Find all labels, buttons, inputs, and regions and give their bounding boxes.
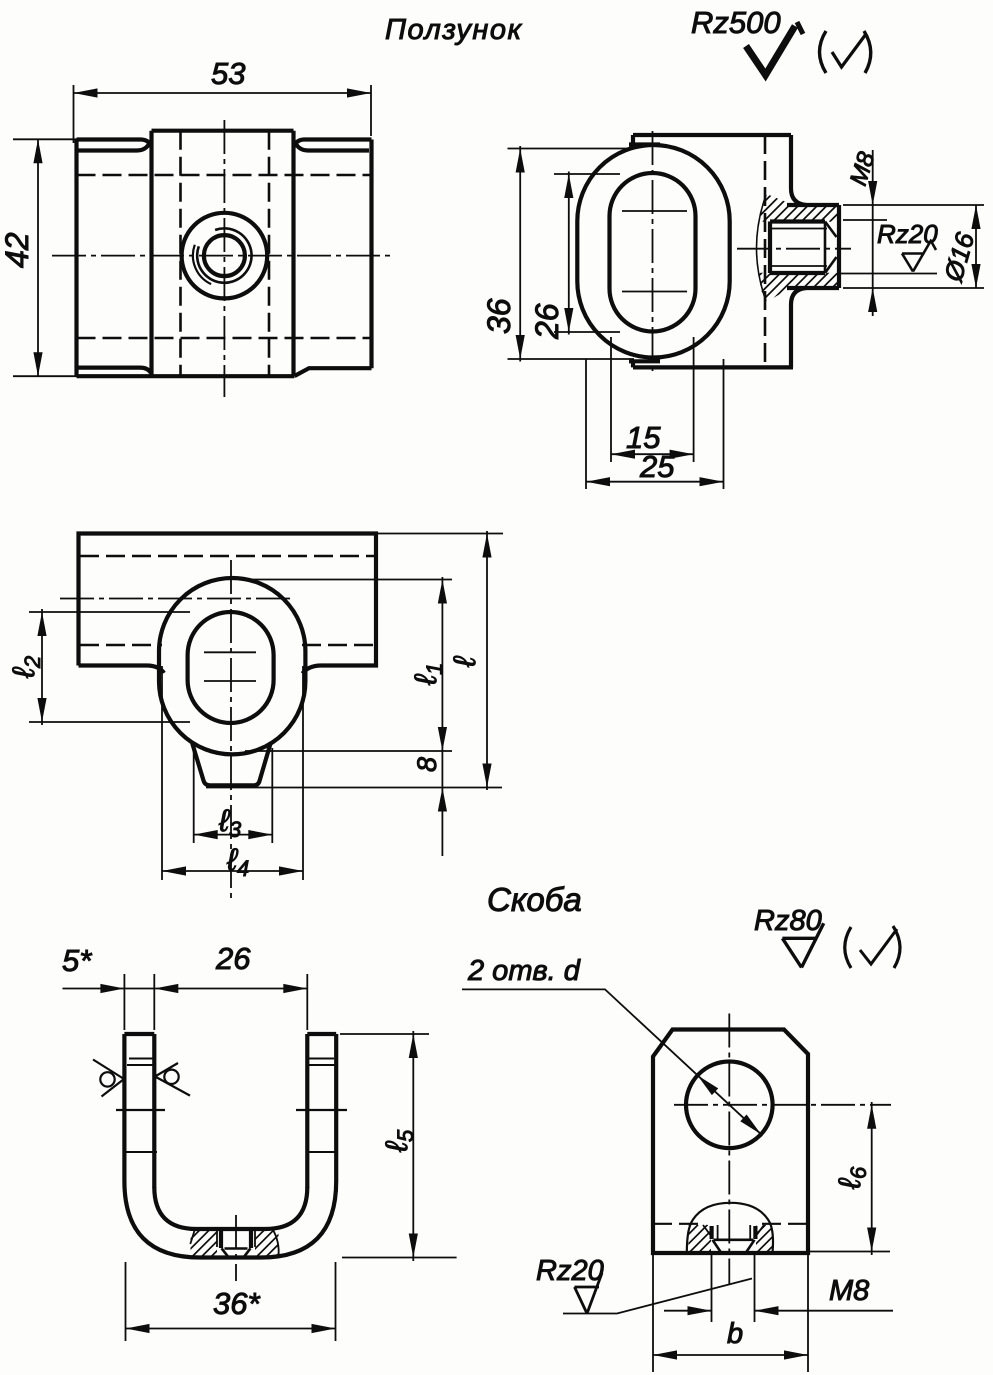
svg-text:ℓ5: ℓ5 bbox=[379, 1129, 418, 1153]
svg-text:М8: М8 bbox=[829, 1275, 869, 1307]
svg-text:2 отв. d: 2 отв. d bbox=[467, 955, 581, 987]
svg-text:Rz80: Rz80 bbox=[754, 905, 822, 937]
svg-text:42: 42 bbox=[0, 232, 35, 268]
svg-text:15: 15 bbox=[626, 420, 661, 455]
svg-text:ℓ6: ℓ6 bbox=[832, 1166, 871, 1190]
svg-text:26: 26 bbox=[215, 941, 251, 976]
svg-text:ℓ4: ℓ4 bbox=[226, 842, 249, 881]
svg-text:ℓ3: ℓ3 bbox=[218, 803, 242, 842]
svg-text:25: 25 bbox=[639, 449, 675, 484]
svg-text:53: 53 bbox=[211, 56, 245, 91]
svg-text:5*: 5* bbox=[62, 943, 92, 978]
svg-text:36*: 36* bbox=[213, 1286, 260, 1321]
svg-text:Скоба: Скоба bbox=[487, 881, 582, 918]
svg-text:ℓ1: ℓ1 bbox=[408, 663, 447, 686]
svg-text:26: 26 bbox=[529, 303, 565, 340]
svg-text:36: 36 bbox=[481, 298, 517, 334]
svg-text:Rz20: Rz20 bbox=[536, 1255, 604, 1287]
svg-text:Rz500: Rz500 bbox=[691, 5, 781, 40]
svg-text:Ползунок: Ползунок bbox=[385, 14, 523, 46]
svg-text:8: 8 bbox=[412, 757, 442, 772]
svg-text:ℓ2: ℓ2 bbox=[6, 656, 45, 679]
svg-text:ℓ: ℓ bbox=[447, 655, 482, 668]
svg-text:b: b bbox=[727, 1318, 743, 1350]
